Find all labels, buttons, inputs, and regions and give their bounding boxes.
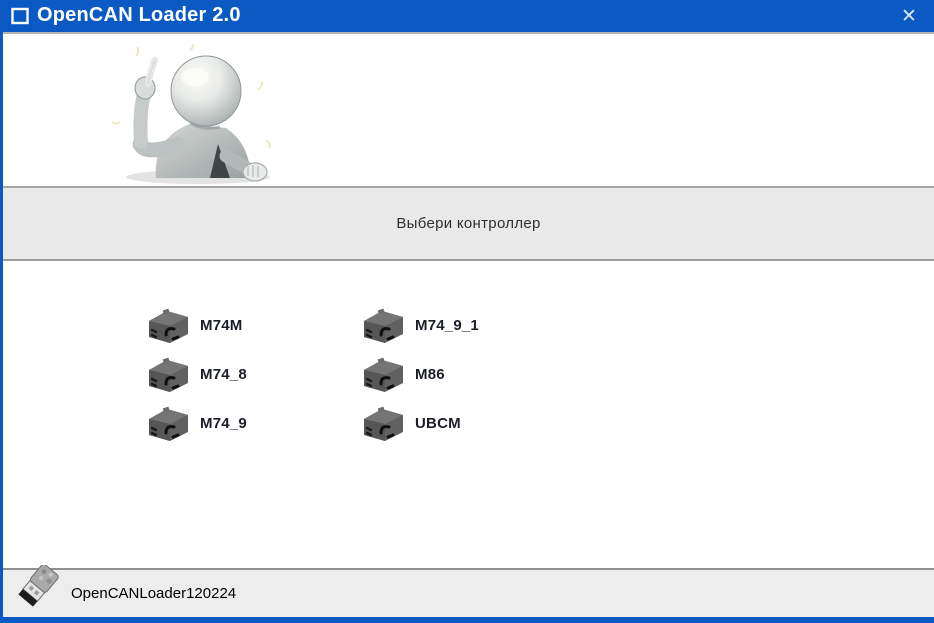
close-button[interactable]: ✕ — [892, 1, 926, 31]
can-module-icon — [149, 308, 188, 343]
controller-label: M74_8 — [200, 366, 247, 383]
usb-plug-icon — [18, 565, 59, 607]
banner-text: Выбери контроллер — [396, 215, 541, 232]
controller-item-m86[interactable]: M86 — [358, 355, 588, 395]
controller-label: M86 — [415, 366, 445, 383]
controller-list: M74M M74_9_1 — [3, 261, 934, 568]
can-module-icon — [149, 406, 188, 441]
controller-item-m74m[interactable]: M74M — [143, 306, 358, 346]
pointing-figure-mascot — [111, 44, 271, 184]
title-bar: OpenCAN Loader 2.0 ✕ — [3, 0, 934, 34]
controller-label: M74M — [200, 317, 243, 334]
controller-item-ubcm[interactable]: UBCM — [358, 404, 588, 444]
close-icon: ✕ — [901, 5, 917, 27]
can-module-icon — [364, 308, 403, 343]
status-bar: OpenCANLoader120224 — [3, 565, 934, 617]
controller-item-m74_9_1[interactable]: M74_9_1 — [358, 306, 588, 346]
can-module-icon — [364, 357, 403, 392]
controller-item-m74_9[interactable]: M74_9 — [143, 404, 358, 444]
controller-label: M74_9 — [200, 415, 247, 432]
window-title: OpenCAN Loader 2.0 — [37, 4, 241, 26]
can-module-icon — [364, 406, 403, 441]
controller-label: M74_9_1 — [415, 317, 479, 334]
app-icon — [11, 7, 29, 25]
banner: Выбери контроллер — [3, 186, 934, 261]
hero-area — [3, 36, 934, 186]
controller-label: UBCM — [415, 415, 461, 432]
controller-grid: M74M M74_9_1 — [143, 301, 588, 448]
controller-item-m74_8[interactable]: M74_8 — [143, 355, 358, 395]
window-bottom-border — [3, 617, 934, 623]
status-text: OpenCANLoader120224 — [71, 585, 237, 602]
can-module-icon — [149, 357, 188, 392]
